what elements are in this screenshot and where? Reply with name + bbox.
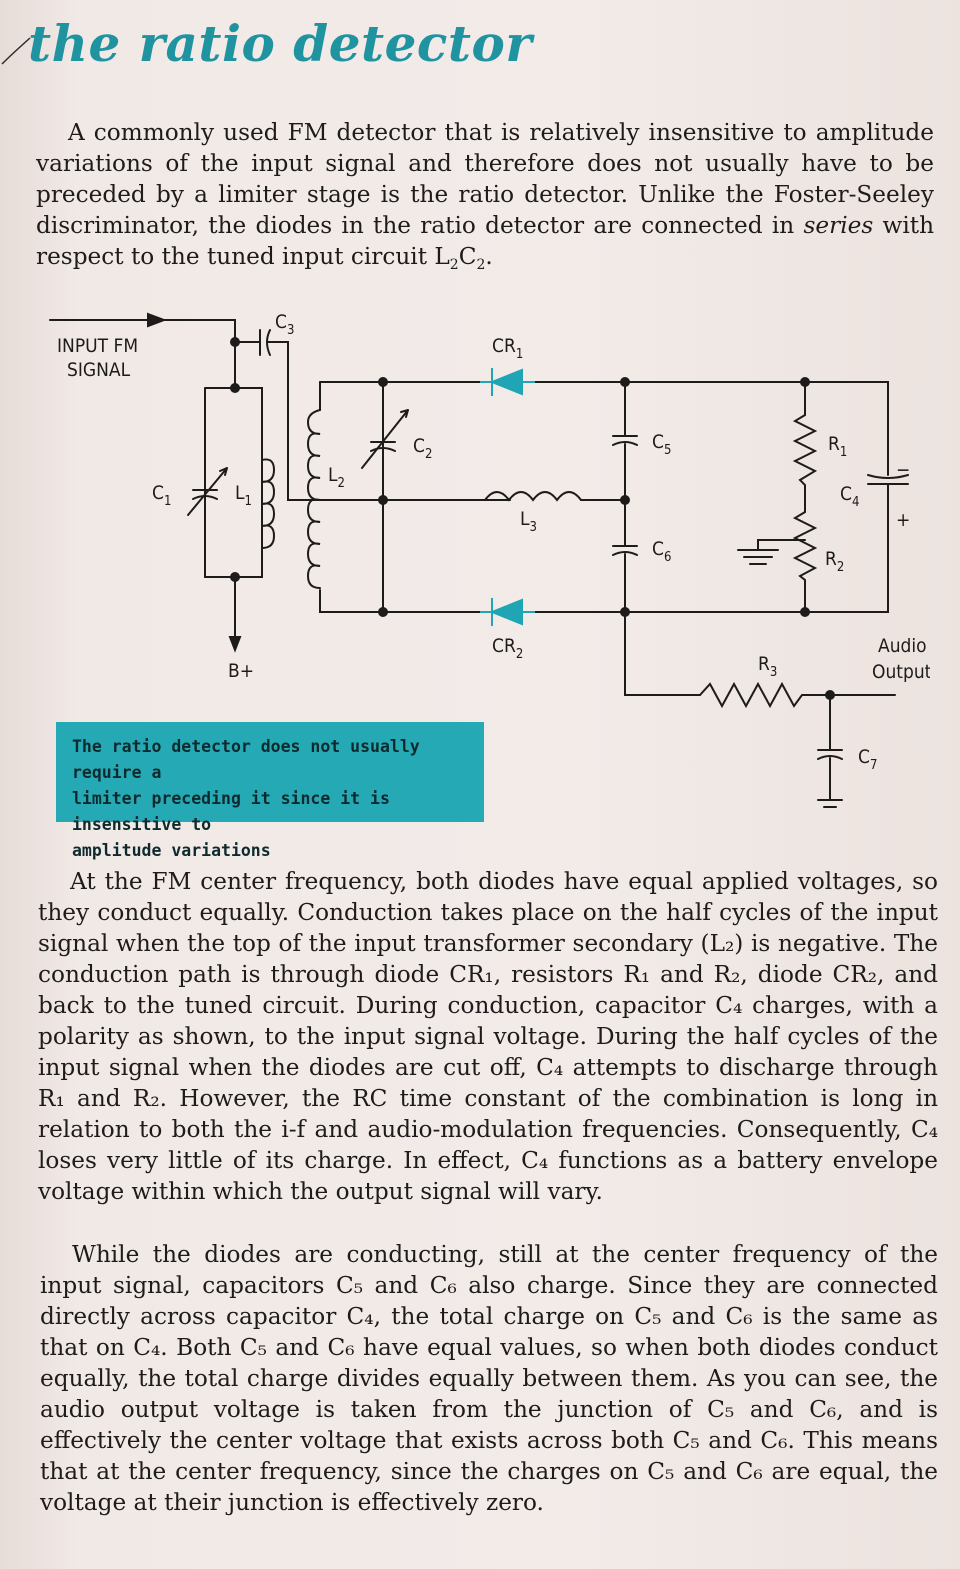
svg-text:C5: C5 bbox=[652, 431, 671, 458]
r1-label: R bbox=[828, 433, 840, 455]
caption-line-1: The ratio detector does not usually requ… bbox=[72, 737, 420, 782]
paragraph-intro: A commonly used FM detector that is rela… bbox=[36, 117, 934, 272]
c5-label: C bbox=[652, 431, 664, 453]
c1-label: C bbox=[152, 482, 164, 504]
l1-label: L bbox=[235, 482, 245, 504]
c5-sub: 5 bbox=[664, 443, 671, 458]
c4-sub: 4 bbox=[852, 495, 859, 510]
cr2-sub: 2 bbox=[516, 647, 523, 662]
svg-text:C3: C3 bbox=[275, 311, 294, 338]
c1-sub: 1 bbox=[164, 494, 171, 509]
page-title: the ratio detector bbox=[28, 14, 533, 73]
intro-emphasis-series: series bbox=[803, 212, 874, 239]
r2-label: R bbox=[825, 548, 837, 570]
r3-sub: 3 bbox=[770, 665, 777, 680]
svg-text:L1: L1 bbox=[235, 482, 252, 509]
input-label-line2: SIGNAL bbox=[67, 359, 131, 381]
svg-text:R1: R1 bbox=[828, 433, 847, 460]
svg-text:C4: C4 bbox=[840, 483, 859, 510]
c4-plus-sign: + bbox=[896, 509, 910, 531]
c6-label: C bbox=[652, 538, 664, 560]
c2-sub: 2 bbox=[425, 447, 432, 462]
svg-text:R2: R2 bbox=[825, 548, 844, 575]
svg-text:C6: C6 bbox=[652, 538, 671, 565]
ratio-detector-schematic: INPUT FM SIGNAL B+ Audio Output C1 L1 C3… bbox=[49, 311, 930, 808]
l1-sub: 1 bbox=[245, 494, 252, 509]
figure-caption: The ratio detector does not usually requ… bbox=[56, 722, 484, 860]
audio-output-label-line2: Output bbox=[872, 661, 930, 683]
r2-sub: 2 bbox=[837, 560, 844, 575]
paragraph-center-frequency: At the FM center frequency, both diodes … bbox=[38, 868, 938, 1205]
input-label-line1: INPUT FM bbox=[57, 335, 138, 357]
svg-text:L2: L2 bbox=[328, 464, 345, 491]
svg-text:C7: C7 bbox=[858, 746, 877, 773]
caption-line-3: amplitude variations bbox=[72, 841, 271, 860]
r3-label: R bbox=[758, 653, 770, 675]
svg-text:C2: C2 bbox=[413, 435, 432, 462]
cr1-sub: 1 bbox=[516, 347, 523, 362]
audio-output-label-line1: Audio bbox=[878, 635, 927, 657]
svg-text:CR2: CR2 bbox=[492, 635, 523, 662]
svg-text:CR1: CR1 bbox=[492, 335, 523, 362]
c4-minus-sign: − bbox=[896, 459, 910, 481]
paragraph-capacitor-charge: While the diodes are conducting, still a… bbox=[40, 1241, 938, 1516]
l2-sub: 2 bbox=[338, 476, 345, 491]
c7-sub: 7 bbox=[870, 758, 877, 773]
bplus-label: B+ bbox=[228, 660, 254, 682]
intro-text-d: . bbox=[485, 243, 493, 270]
c3-label: C bbox=[275, 311, 287, 333]
c7-label: C bbox=[858, 746, 870, 768]
c4-label: C bbox=[840, 483, 852, 505]
cr2-label: CR bbox=[492, 635, 516, 657]
l2-label: L bbox=[328, 464, 338, 486]
svg-text:R3: R3 bbox=[758, 653, 777, 680]
intro-sub-2: 2 bbox=[476, 257, 486, 273]
pen-mark-icon bbox=[1, 37, 31, 65]
intro-text-b: with respect to the tuned input circuit … bbox=[36, 212, 935, 270]
svg-text:L3: L3 bbox=[520, 508, 537, 535]
l3-label: L bbox=[520, 508, 530, 530]
intro-sub-1: 2 bbox=[449, 257, 459, 273]
c2-label: C bbox=[413, 435, 425, 457]
intro-text-a: A commonly used FM detector that is rela… bbox=[36, 119, 934, 239]
caption-line-2: limiter preceding it since it is insensi… bbox=[72, 789, 390, 834]
c6-sub: 6 bbox=[664, 550, 671, 565]
cr1-label: CR bbox=[492, 335, 516, 357]
c3-sub: 3 bbox=[287, 323, 294, 338]
r1-sub: 1 bbox=[840, 445, 847, 460]
svg-text:C1: C1 bbox=[152, 482, 171, 509]
l3-sub: 3 bbox=[530, 520, 537, 535]
intro-text-c: C bbox=[458, 243, 477, 270]
